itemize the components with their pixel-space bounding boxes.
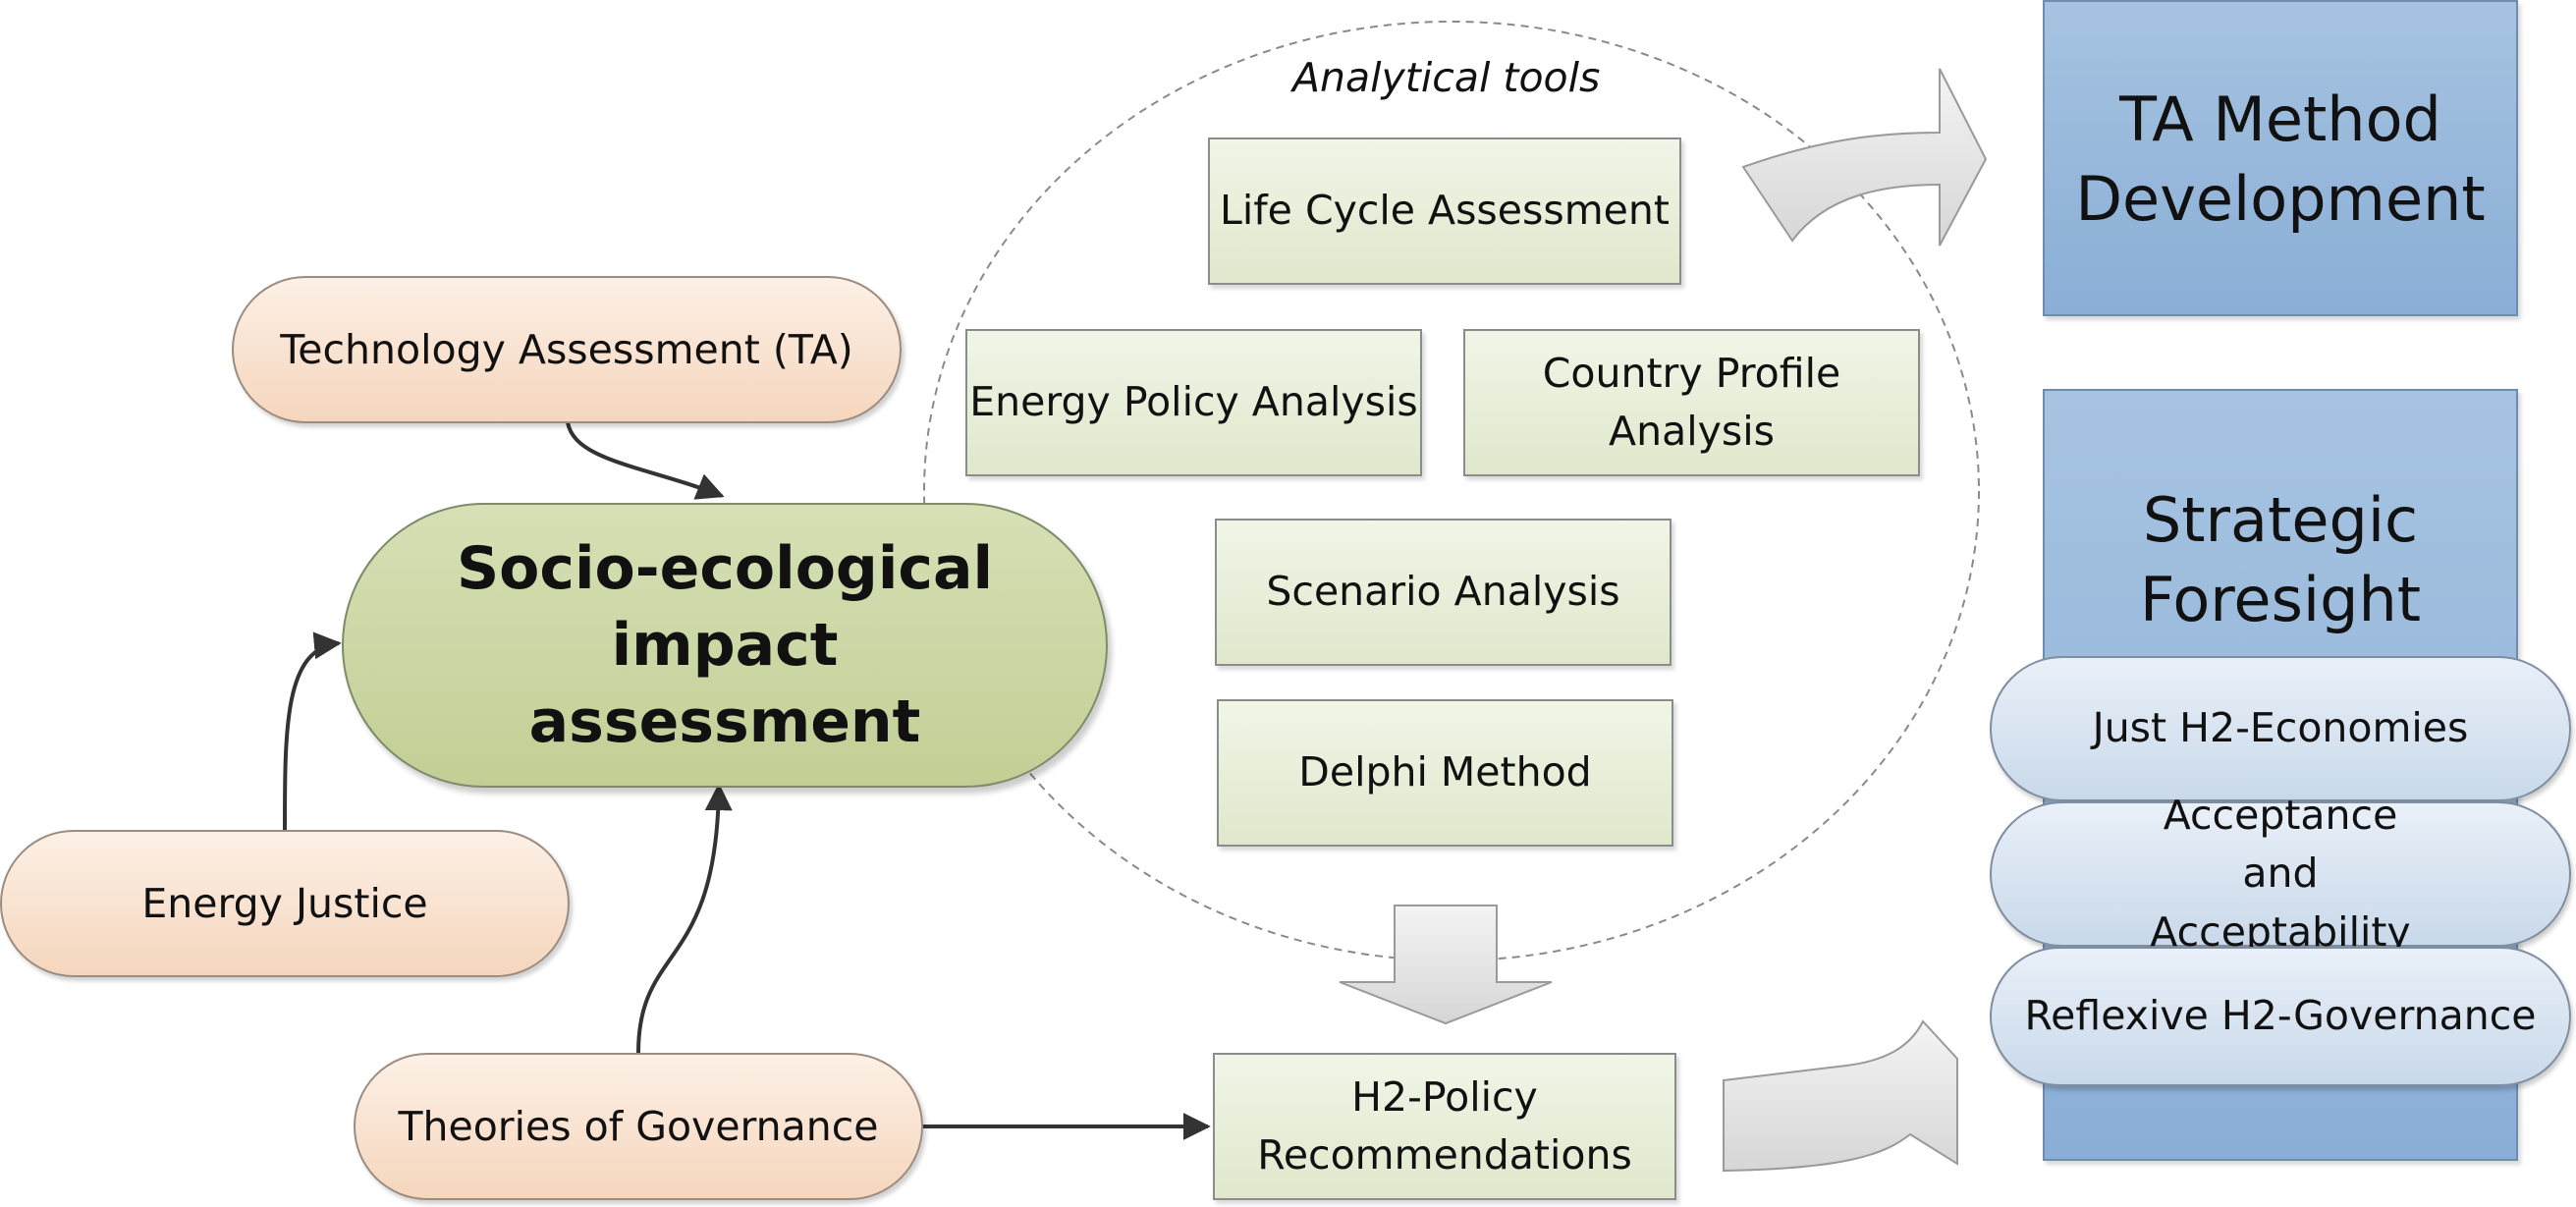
life-cycle-assessment-node: Life Cycle Assessment [1208, 137, 1681, 285]
country-profile-analysis-node: Country Profile Analysis [1463, 329, 1920, 476]
technology-assessment-node: Technology Assessment (TA) [232, 276, 902, 423]
arrow-governance-to-impact [636, 783, 733, 1054]
energy-policy-analysis-node: Energy Policy Analysis [965, 329, 1422, 476]
delphi-method-node: Delphi Method [1217, 699, 1673, 847]
theories-of-governance-node: Theories of Governance [354, 1053, 923, 1200]
just-h2-economies-node: Just H2-Economies [1990, 656, 2571, 801]
h2-policy-recommendations-node: H2-Policy Recommendations [1213, 1053, 1676, 1200]
arrow-ta-to-impact [566, 421, 725, 500]
scenario-analysis-node: Scenario Analysis [1215, 519, 1672, 666]
acceptance-and-acceptability-node: Acceptance and Acceptability [1990, 792, 2571, 956]
energy-justice-node: Energy Justice [0, 830, 570, 977]
block-arrow-down [1339, 905, 1553, 1025]
reflexive-h2-governance-node: Reflexive H2-Governance [1990, 947, 2571, 1086]
analytical-tools-circle [923, 21, 1980, 961]
analytical-tools-caption: Analytical tools [1292, 54, 1601, 101]
block-arrow-to-strategic-foresight [1723, 1019, 1958, 1173]
ta-method-development-node: TA Method Development [2043, 0, 2518, 316]
socio-ecological-impact-node: Socio-ecological impact assessment [342, 503, 1108, 788]
block-arrow-to-ta-method [1741, 68, 1988, 247]
arrow-justice-to-impact [283, 631, 342, 831]
